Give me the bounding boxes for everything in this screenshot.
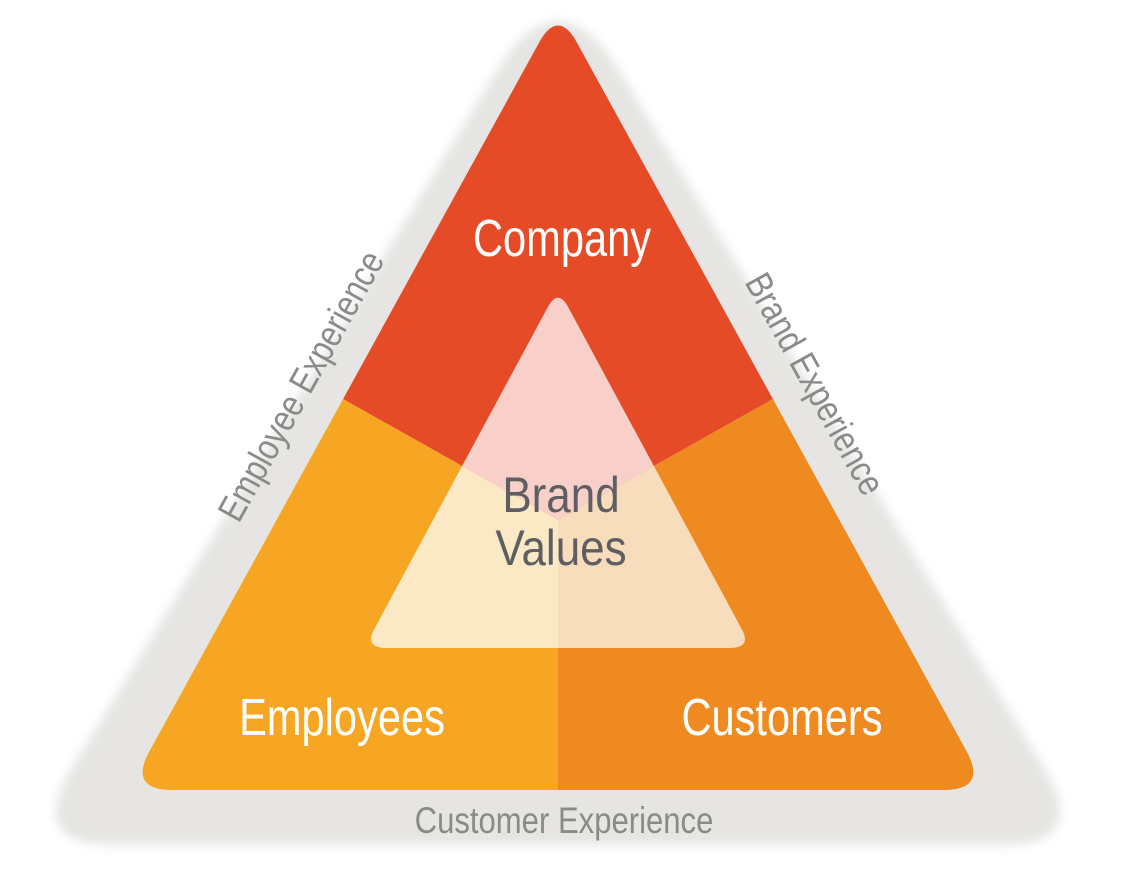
brand-values-zone-customers: [558, 466, 745, 648]
company-region: [343, 25, 773, 520]
brand-values-zone-employees: [371, 466, 558, 648]
customer-experience-label: Customer Experience: [415, 801, 714, 842]
brand-values-zone-company: [462, 297, 654, 520]
brand-values-label-line2: Values: [495, 519, 626, 575]
brand-values-label-line1: Brand: [502, 466, 619, 522]
employees-label: Employees: [239, 688, 445, 747]
brand-values-triangle: [371, 297, 745, 648]
company-label: Company: [473, 209, 651, 268]
brand-values-label: Brand Values: [495, 466, 626, 575]
customers-label: Customers: [681, 688, 882, 747]
